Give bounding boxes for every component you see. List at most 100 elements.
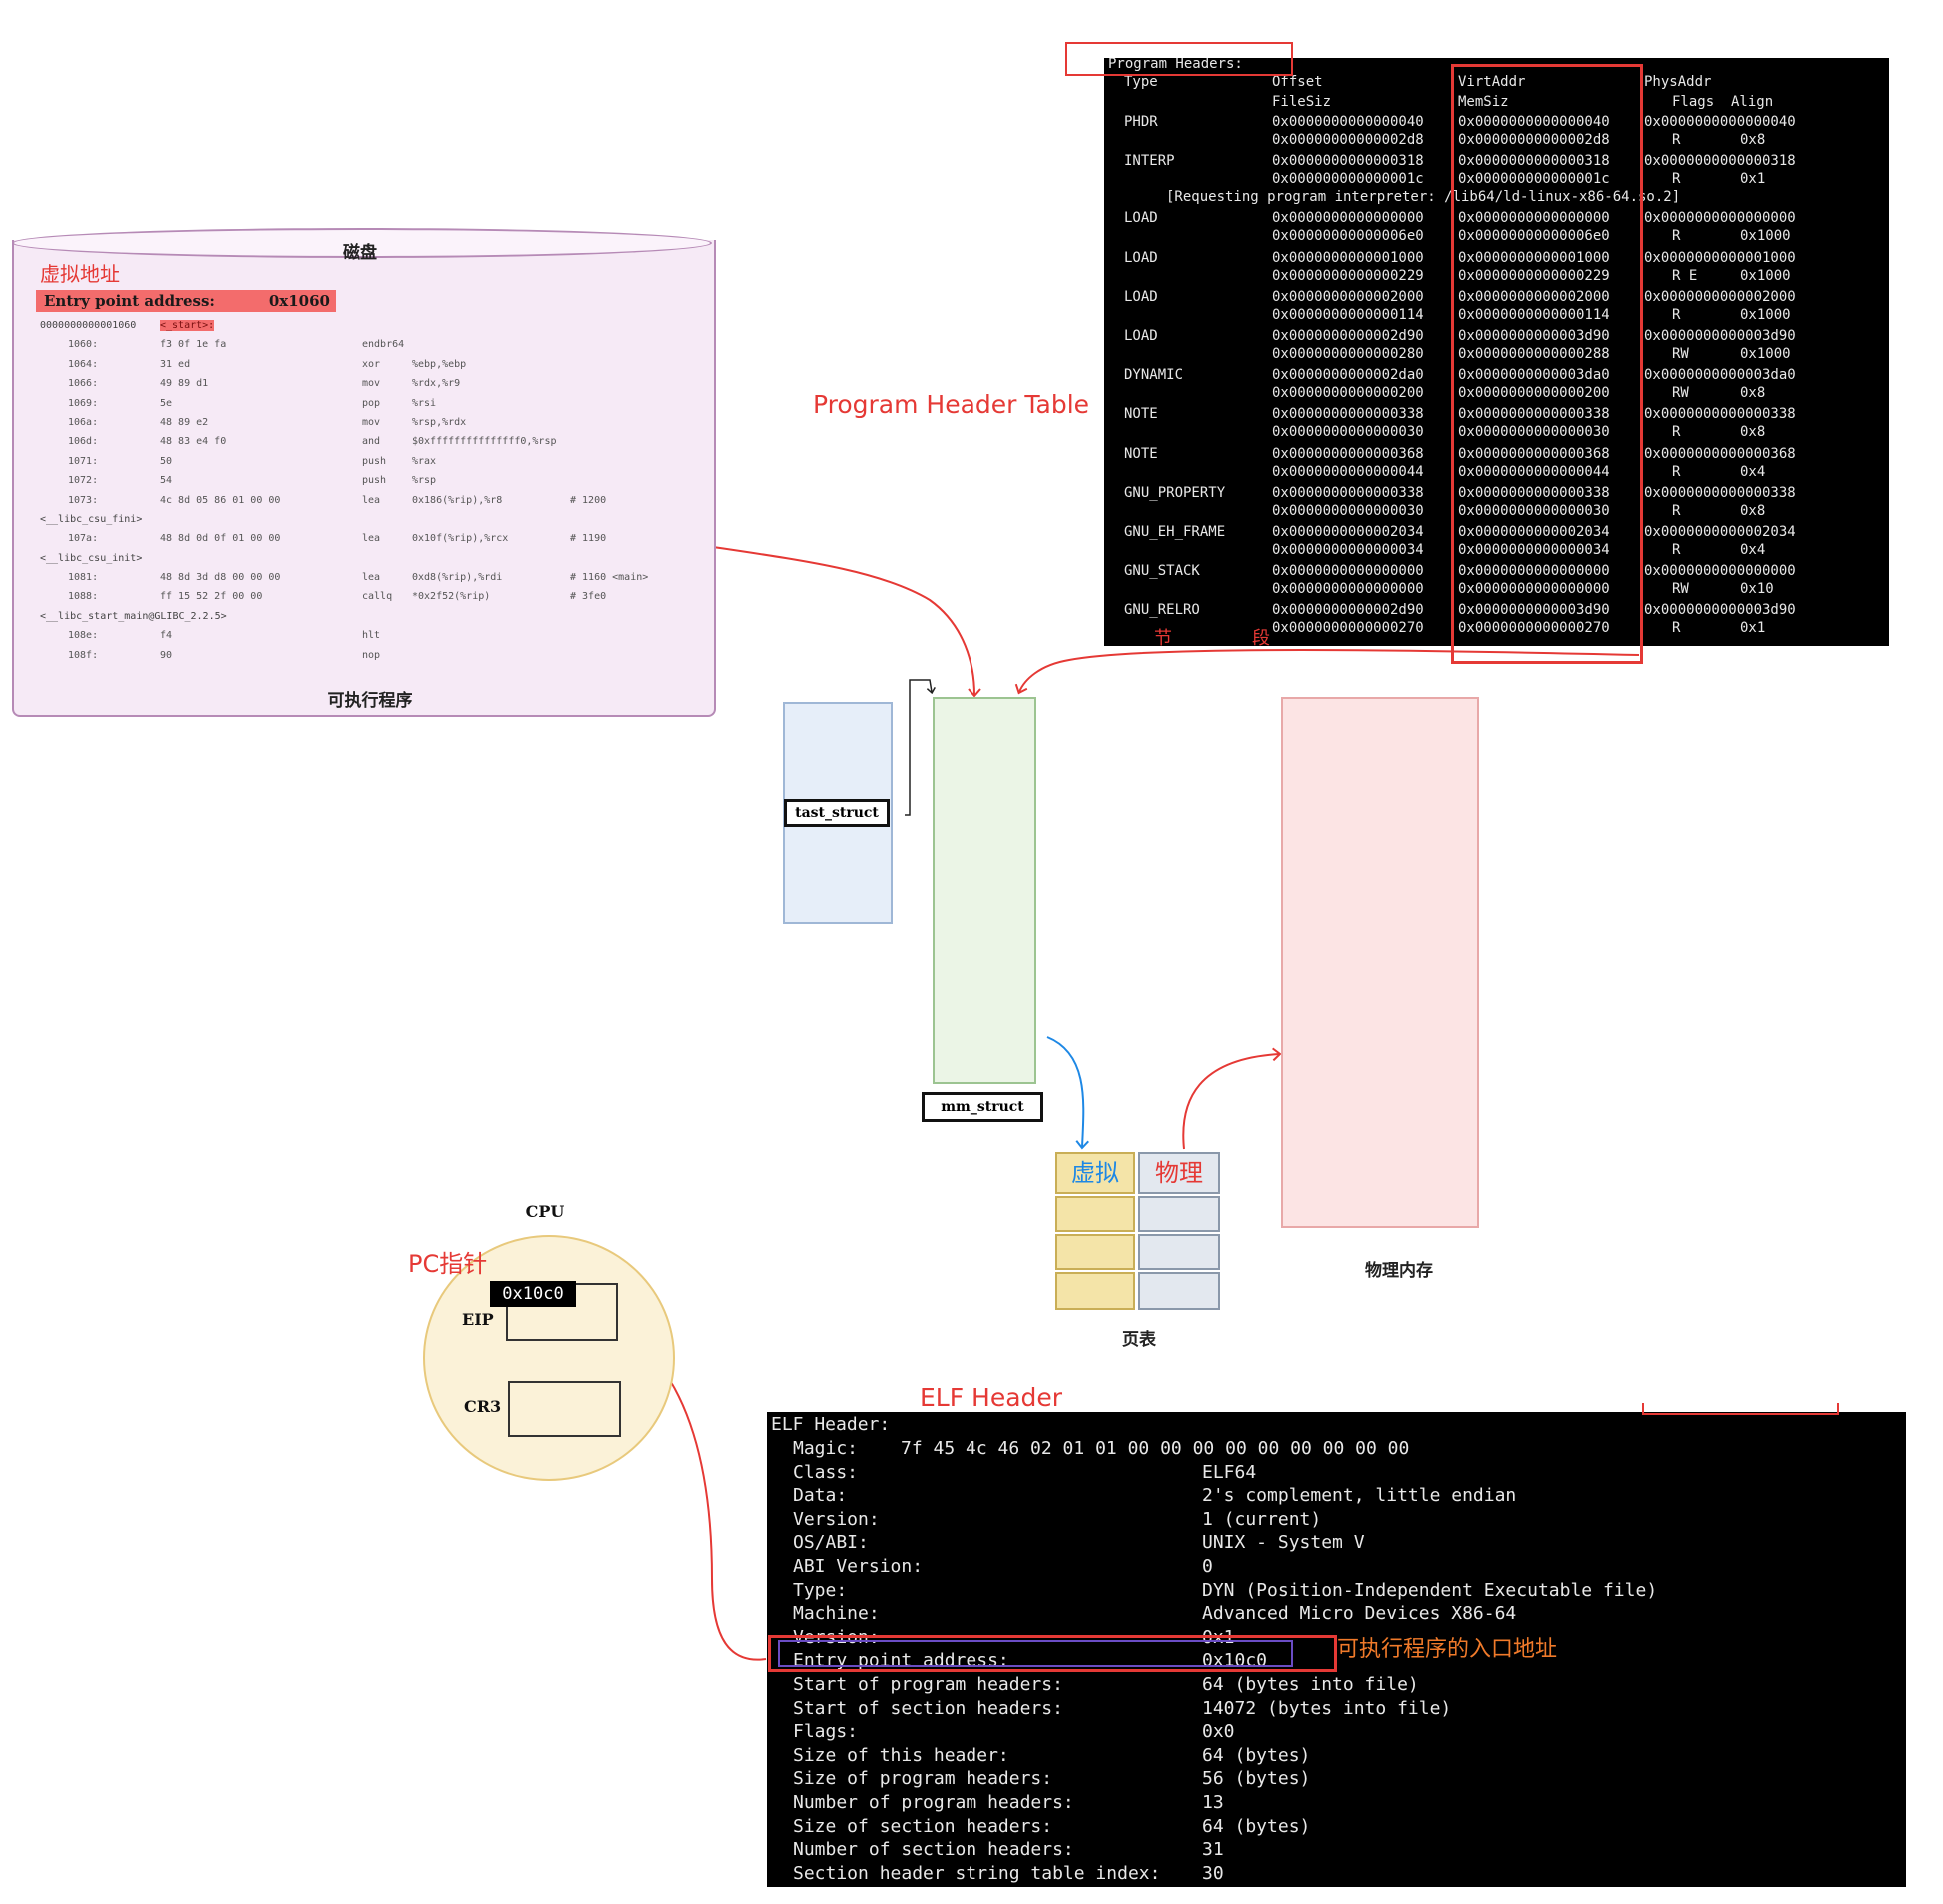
ph-interp-note: [Requesting program interpreter: /lib64/… xyxy=(1166,189,1681,206)
ph-filesiz: 0x00000000000002d8 xyxy=(1272,132,1424,148)
disasm-bytes: 48 8d 0d 0f 01 00 00 xyxy=(160,533,281,545)
disasm-opcode: push xyxy=(362,455,387,467)
column-header: Flags Align xyxy=(1672,94,1774,110)
ph-virtaddr: 0x0000000000000338 xyxy=(1458,406,1610,423)
ph-memsiz: 0x00000000000006e0 xyxy=(1458,228,1610,245)
disasm-address: 107a: xyxy=(68,533,99,545)
disasm-opcode: lea xyxy=(362,572,381,584)
ph-physaddr: 0x0000000000003d90 xyxy=(1644,602,1796,619)
ph-flags: R xyxy=(1672,542,1681,558)
column-header: Offset xyxy=(1272,74,1323,90)
disasm-line: <__libc_start_main@GLIBC_2.2.5> xyxy=(40,611,680,630)
ph-align: 0x1000 xyxy=(1740,346,1791,362)
elf-field-key: Start of section headers: xyxy=(793,1697,1063,1719)
page-table-caption: 页表 xyxy=(1122,1330,1156,1350)
elf-field-key: Section header string table index: xyxy=(793,1862,1161,1884)
cr3-label: CR3 xyxy=(464,1397,502,1416)
ph-offset: 0x0000000000000040 xyxy=(1272,114,1424,130)
ph-virtaddr: 0x0000000000001000 xyxy=(1458,249,1610,266)
elf-field-value: Advanced Micro Devices X86-64 xyxy=(1202,1603,1517,1625)
ph-physaddr: 0x0000000000000368 xyxy=(1644,445,1796,462)
ph-flags: R xyxy=(1672,463,1681,480)
arrow-phdr-to-mm xyxy=(1014,649,1640,695)
elf-field-value: 64 (bytes) xyxy=(1202,1744,1311,1766)
ph-align: 0x4 xyxy=(1740,542,1766,558)
ph-type: GNU_RELRO xyxy=(1124,602,1200,619)
disasm-opcode: push xyxy=(362,475,387,487)
disasm-opcode: lea xyxy=(362,533,381,545)
disasm-bytes: 5e xyxy=(160,397,173,409)
page-table-cell xyxy=(1055,1234,1135,1270)
mm-struct-label: mm_struct xyxy=(922,1092,1043,1122)
ph-align: 0x4 xyxy=(1740,463,1766,480)
elf-field-key: Number of section headers: xyxy=(793,1839,1074,1861)
disasm-opcode: mov xyxy=(362,378,381,390)
elf-field-key: Size of program headers: xyxy=(793,1768,1053,1790)
ph-offset: 0x0000000000002000 xyxy=(1272,288,1424,305)
ph-flags: R xyxy=(1672,306,1681,323)
ph-align: 0x1 xyxy=(1740,620,1766,637)
ph-flags: RW xyxy=(1672,385,1689,402)
pc-pointer-label: PC指针 xyxy=(408,1250,488,1278)
cpu-title: CPU xyxy=(525,1202,565,1221)
elf-field-key: ABI Version: xyxy=(793,1556,924,1577)
disasm-address: 1066: xyxy=(68,378,99,390)
arrow-mm-to-pagetable xyxy=(1046,1036,1090,1150)
disk-cylinder xyxy=(12,240,716,717)
disasm-comment: # 1160 <main> xyxy=(570,572,649,584)
ph-offset: 0x0000000000002da0 xyxy=(1272,367,1424,384)
disasm-call-target: <__libc_csu_fini> xyxy=(40,513,143,525)
ph-filesiz: 0x0000000000000044 xyxy=(1272,463,1424,480)
ph-offset: 0x0000000000000338 xyxy=(1272,406,1424,423)
ph-memsiz: 0x0000000000000270 xyxy=(1458,620,1610,637)
ph-virtaddr: 0x0000000000003da0 xyxy=(1458,367,1610,384)
ph-filesiz: 0x0000000000000270 xyxy=(1272,620,1424,637)
ph-align: 0x8 xyxy=(1740,502,1766,519)
disasm-address: 106d: xyxy=(68,436,99,448)
ph-offset: 0x0000000000000368 xyxy=(1272,445,1424,462)
page-table-cell xyxy=(1138,1196,1220,1232)
ph-physaddr: 0x0000000000000338 xyxy=(1644,406,1796,423)
eip-value: 0x10c0 xyxy=(490,1281,576,1307)
disasm-operands: $0xfffffffffffffff0,%rsp xyxy=(412,436,557,448)
virtual-address-label: 虚拟地址 xyxy=(40,262,120,286)
disasm-call-target: <__libc_csu_init> xyxy=(40,552,143,564)
disasm-operands: %ebp,%ebp xyxy=(412,358,467,370)
disasm-symbol: <_start>: xyxy=(160,320,215,331)
disasm-operands: %rsp,%rdx xyxy=(412,416,467,428)
ph-offset: 0x0000000000001000 xyxy=(1272,249,1424,266)
elf-field-value: 56 (bytes) xyxy=(1202,1768,1311,1790)
ph-align: 0x1000 xyxy=(1740,306,1791,323)
ph-offset: 0x0000000000000000 xyxy=(1272,563,1424,580)
disasm-bytes: ff 15 52 2f 00 00 xyxy=(160,591,263,603)
ph-filesiz: 0x0000000000000280 xyxy=(1272,346,1424,362)
ph-filesiz: 0x0000000000000200 xyxy=(1272,385,1424,402)
disasm-bytes: 49 89 d1 xyxy=(160,378,209,390)
ph-align: 0x1000 xyxy=(1740,267,1791,284)
ph-virtaddr: 0x0000000000000040 xyxy=(1458,114,1610,130)
ph-filesiz: 0x0000000000000000 xyxy=(1272,581,1424,598)
elf-field-value: 7f 45 4c 46 02 01 01 00 00 00 00 00 00 0… xyxy=(901,1438,1410,1459)
disasm-address: 0000000000001060 xyxy=(40,320,137,331)
ph-filesiz: 0x0000000000000030 xyxy=(1272,502,1424,519)
disasm-operands: %rsp xyxy=(412,475,437,487)
physical-memory-block xyxy=(1281,697,1479,1228)
column-header: PhysAddr xyxy=(1644,74,1712,90)
entry-point-key: Entry point address: xyxy=(44,292,215,310)
disasm-bytes: 31 ed xyxy=(160,358,191,370)
ph-flags: R xyxy=(1672,620,1681,637)
disasm-opcode: hlt xyxy=(362,630,381,642)
ph-filesiz: 0x00000000000006e0 xyxy=(1272,228,1424,245)
ph-type: PHDR xyxy=(1124,114,1158,130)
ph-virtaddr: 0x0000000000000000 xyxy=(1458,210,1610,227)
ph-memsiz: 0x0000000000000030 xyxy=(1458,502,1610,519)
ph-type: NOTE xyxy=(1124,445,1158,462)
